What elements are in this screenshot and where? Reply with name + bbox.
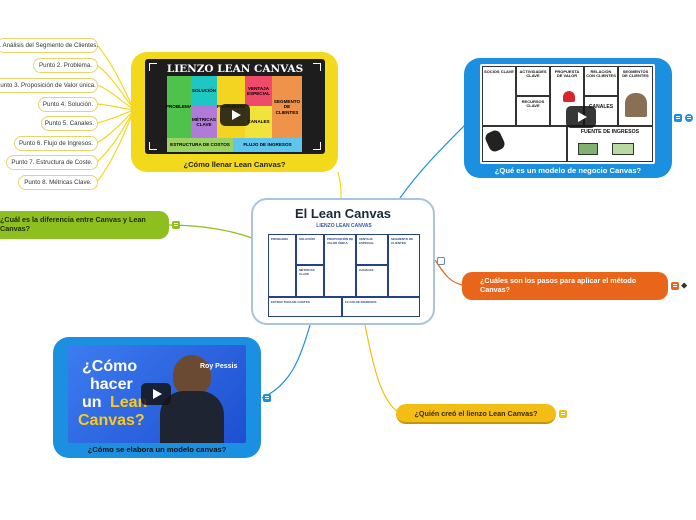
- mini-ingresos: FLUJO DE INGRESOS: [342, 297, 420, 317]
- leaf-problema[interactable]: Punto 2. Problema.: [33, 58, 98, 73]
- lean-canvas-heading: LIENZO LEAN CANVAS: [166, 63, 304, 75]
- wb-propuesta-label: PROPUESTA DE VALOR: [554, 69, 580, 79]
- topic-caption: ¿Cómo llenar Lean Canvas?: [183, 160, 286, 169]
- topic-diferencia-canvas[interactable]: ¿Cuál es la diferencia entre Canvas y Le…: [0, 211, 169, 239]
- link-icon[interactable]: ⬥: [681, 280, 688, 290]
- wb-recursos: RECURSOS CLAVE: [516, 96, 550, 126]
- leaf-flujo-ingresos[interactable]: Punto 6. Flujo de Ingresos.: [14, 136, 98, 151]
- central-title: El Lean Canvas: [294, 206, 392, 221]
- frame-corner-icon: [149, 63, 157, 71]
- leaf-canales[interactable]: Punto 5. Canales.: [41, 116, 98, 131]
- mini-propuesta: PROPOSICIÓN DE VALOR ÚNICA: [324, 234, 356, 297]
- mini-canvas-image: LIENZO LEAN CANVAS PROBLEMA SOLUCIÓN MÉT…: [266, 222, 422, 318]
- wb-segmentos-label: SEGMENTOS DE CLIENTES: [622, 69, 649, 79]
- money-icon: [578, 143, 598, 155]
- topic-card-modelo-negocio[interactable]: SOCIOS CLAVE ACTIVIDADES CLAVE RECURSOS …: [464, 58, 672, 178]
- leaf-proposicion-valor[interactable]: Punto 3. Proposición de Valor única.: [0, 78, 98, 93]
- frame-corner-icon: [149, 142, 157, 150]
- wb-canales-label: CANALES: [588, 104, 614, 110]
- money-icon: [612, 143, 634, 155]
- hand-marker-icon: [483, 128, 507, 154]
- mini-segmento: SEGMENTO DE CLIENTES: [388, 234, 420, 297]
- mini-costos-label: ESTRUCTURA DE COSTES: [271, 300, 310, 304]
- link-icon[interactable]: [685, 114, 693, 122]
- mini-ventaja-label: VENTAJA ESPECIAL: [359, 237, 375, 245]
- note-icon[interactable]: [674, 114, 682, 122]
- wb-actividades-label: ACTIVIDADES CLAVE: [519, 69, 547, 79]
- mini-canales-label: CANALES: [359, 268, 374, 272]
- wb-costos: [482, 126, 567, 162]
- video-thumbnail[interactable]: LIENZO LEAN CANVAS PROBLEMA SOLUCIÓN PRO…: [145, 59, 325, 154]
- topic-quien-creo[interactable]: ¿Quién creó el lienzo Lean Canvas?: [396, 404, 556, 424]
- play-icon[interactable]: [566, 106, 596, 128]
- mini-ventaja: VENTAJA ESPECIAL: [356, 234, 388, 265]
- heart-icon: [563, 91, 575, 102]
- mini-solucion-label: SOLUCIÓN: [299, 237, 315, 241]
- grid-ventaja: VENTAJA ESPECIAL: [245, 76, 272, 106]
- leaf-solucion[interactable]: Punto 4. Solución.: [38, 97, 98, 112]
- grid-solucion: SOLUCIÓN: [191, 76, 217, 106]
- mini-metricas: MÉTRICAS CLAVE: [296, 265, 324, 297]
- grid-metricas: MÉTRICAS CLAVE: [191, 106, 217, 138]
- topic-caption: ¿Qué es un modelo de negocio Canvas?: [494, 166, 642, 175]
- leaf-estructura-coste[interactable]: Punto 7. Estructura de Coste.: [6, 155, 98, 170]
- mini-costos: ESTRUCTURA DE COSTES: [268, 297, 342, 317]
- wb-socios-label: SOCIOS CLAVE: [484, 69, 514, 74]
- mini-metricas-label: MÉTRICAS CLAVE: [299, 268, 315, 276]
- wb-actividades: ACTIVIDADES CLAVE: [516, 66, 550, 96]
- wb-recursos-label: RECURSOS CLAVE: [521, 99, 545, 109]
- mini-segmento-label: SEGMENTO DE CLIENTES: [391, 237, 414, 245]
- mini-problema: PROBLEMA: [268, 234, 296, 297]
- grid-ingresos: FLUJO DE INGRESOS: [233, 138, 302, 152]
- mini-propuesta-label: PROPOSICIÓN DE VALOR ÚNICA: [327, 237, 354, 245]
- video-thumbnail[interactable]: ¿Cómo hacer un Lean Canvas? Roy Pessis: [68, 345, 246, 443]
- topic-card-como-llenar[interactable]: LIENZO LEAN CANVAS PROBLEMA SOLUCIÓN PRO…: [131, 52, 338, 172]
- thumb-headline-4: Canvas?: [78, 412, 145, 429]
- play-icon[interactable]: [220, 104, 250, 126]
- thumb-headline-3a: un: [82, 394, 102, 411]
- grid-costos: ESTRUCTURA DE COSTOS: [167, 138, 233, 152]
- note-icon[interactable]: [263, 394, 271, 402]
- presenter-name: Roy Pessis: [200, 363, 238, 370]
- frame-corner-icon: [313, 142, 321, 150]
- wb-socios: SOCIOS CLAVE: [482, 66, 516, 126]
- wb-relacion: RELACIÓN CON CLIENTES: [584, 66, 618, 96]
- thumb-headline-1: ¿Cómo: [82, 358, 138, 375]
- mini-ingresos-label: FLUJO DE INGRESOS: [345, 300, 377, 304]
- note-icon[interactable]: [437, 257, 445, 265]
- wb-ingresos-label: FUENTE DE INGRESOS: [580, 129, 640, 135]
- leaf-segmento-clientes[interactable]: 1. Análisis del Segmento de Clientes.: [0, 38, 98, 53]
- wb-ingresos: FUENTE DE INGRESOS: [567, 126, 653, 162]
- topic-caption: ¿Cómo se elabora un modelo canvas?: [87, 445, 227, 454]
- whiteboard-thumbnail[interactable]: SOCIOS CLAVE ACTIVIDADES CLAVE RECURSOS …: [480, 64, 655, 164]
- leaf-metricas-clave[interactable]: Punto 8. Métricas Clave.: [18, 175, 98, 190]
- mini-solucion: SOLUCIÓN: [296, 234, 324, 265]
- note-icon[interactable]: [559, 410, 567, 418]
- thumb-headline-2: hacer: [90, 376, 133, 393]
- wb-segmentos: SEGMENTOS DE CLIENTES: [618, 66, 653, 126]
- people-icon: [625, 93, 647, 117]
- topic-pasos-canvas[interactable]: ¿Cuáles son los pasos para aplicar el mé…: [462, 272, 668, 300]
- play-icon[interactable]: [141, 383, 171, 405]
- presenter-head: [173, 355, 211, 395]
- note-icon[interactable]: [172, 221, 180, 229]
- note-icon[interactable]: [671, 282, 679, 290]
- frame-corner-icon: [313, 63, 321, 71]
- thumb-headline-3b: Lean: [110, 394, 148, 411]
- grid-segmento: SEGMENTO DE CLIENTES: [272, 76, 302, 138]
- mini-problema-label: PROBLEMA: [271, 237, 289, 241]
- central-topic[interactable]: El Lean Canvas LIENZO LEAN CANVAS PROBLE…: [251, 198, 435, 325]
- mini-canales: CANALES: [356, 265, 388, 297]
- wb-relacion-label: RELACIÓN CON CLIENTES: [586, 69, 616, 79]
- mini-canvas-title: LIENZO LEAN CANVAS: [316, 223, 372, 229]
- topic-card-como-elabora[interactable]: ¿Cómo hacer un Lean Canvas? Roy Pessis ¿…: [53, 337, 261, 458]
- grid-problema: PROBLEMA: [166, 76, 192, 138]
